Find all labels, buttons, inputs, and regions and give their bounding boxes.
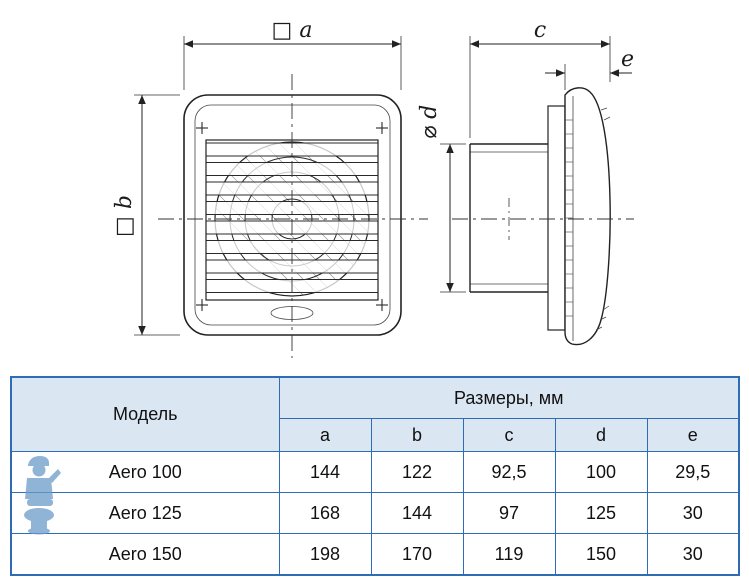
col-header-e: e bbox=[646, 418, 740, 452]
dim-label-e: e bbox=[621, 47, 634, 72]
duct-spigot bbox=[469, 143, 548, 293]
model-name: Aero 125 bbox=[10, 492, 280, 534]
dimension-d: ⌀ d bbox=[417, 105, 466, 293]
value-b: 170 bbox=[370, 533, 464, 576]
value-e: 30 bbox=[646, 533, 740, 576]
value-b: 122 bbox=[370, 451, 464, 493]
side-view: c e ⌀ d bbox=[417, 18, 634, 346]
value-b: 144 bbox=[370, 492, 464, 534]
sizes-header: Размеры, мм bbox=[278, 376, 740, 419]
table-row: Aero 100 144 122 92,5 100 29,5 bbox=[10, 451, 740, 493]
value-d: 125 bbox=[554, 492, 648, 534]
table-row: Aero 125 168 144 97 125 30 bbox=[10, 492, 740, 534]
front-view: □ a □ b bbox=[112, 18, 428, 358]
fan-technical-drawing: □ a □ b bbox=[112, 18, 634, 358]
dimension-e: e bbox=[545, 47, 634, 90]
dimension-c: c bbox=[469, 18, 611, 138]
model-name: Aero 150 bbox=[10, 533, 280, 576]
value-c: 97 bbox=[462, 492, 556, 534]
dim-label-a: □ a bbox=[272, 18, 313, 43]
size-table: Модель Размеры, мм a b c d e Aero 100 14… bbox=[10, 376, 741, 576]
screw-icons bbox=[196, 122, 388, 311]
value-d: 150 bbox=[554, 533, 648, 576]
value-c: 92,5 bbox=[462, 451, 556, 493]
dim-label-b: □ b bbox=[112, 195, 137, 237]
dim-label-d: ⌀ d bbox=[417, 105, 442, 139]
dimension-b: □ b bbox=[112, 94, 180, 336]
dimension-a: □ a bbox=[183, 18, 402, 90]
value-e: 29,5 bbox=[646, 451, 740, 493]
value-c: 119 bbox=[462, 533, 556, 576]
col-header-a: a bbox=[278, 418, 372, 452]
col-header-b: b bbox=[370, 418, 464, 452]
dim-label-c: c bbox=[534, 18, 546, 43]
table-row: Aero 150 198 170 119 150 30 bbox=[10, 533, 740, 576]
model-header: Модель bbox=[10, 376, 280, 452]
value-a: 198 bbox=[278, 533, 372, 576]
mounting-plate bbox=[547, 105, 566, 331]
model-name: Aero 100 bbox=[10, 451, 280, 493]
col-header-c: c bbox=[462, 418, 556, 452]
value-a: 168 bbox=[278, 492, 372, 534]
front-cover bbox=[564, 87, 611, 346]
col-header-d: d bbox=[554, 418, 648, 452]
value-e: 30 bbox=[646, 492, 740, 534]
value-d: 100 bbox=[554, 451, 648, 493]
value-a: 144 bbox=[278, 451, 372, 493]
